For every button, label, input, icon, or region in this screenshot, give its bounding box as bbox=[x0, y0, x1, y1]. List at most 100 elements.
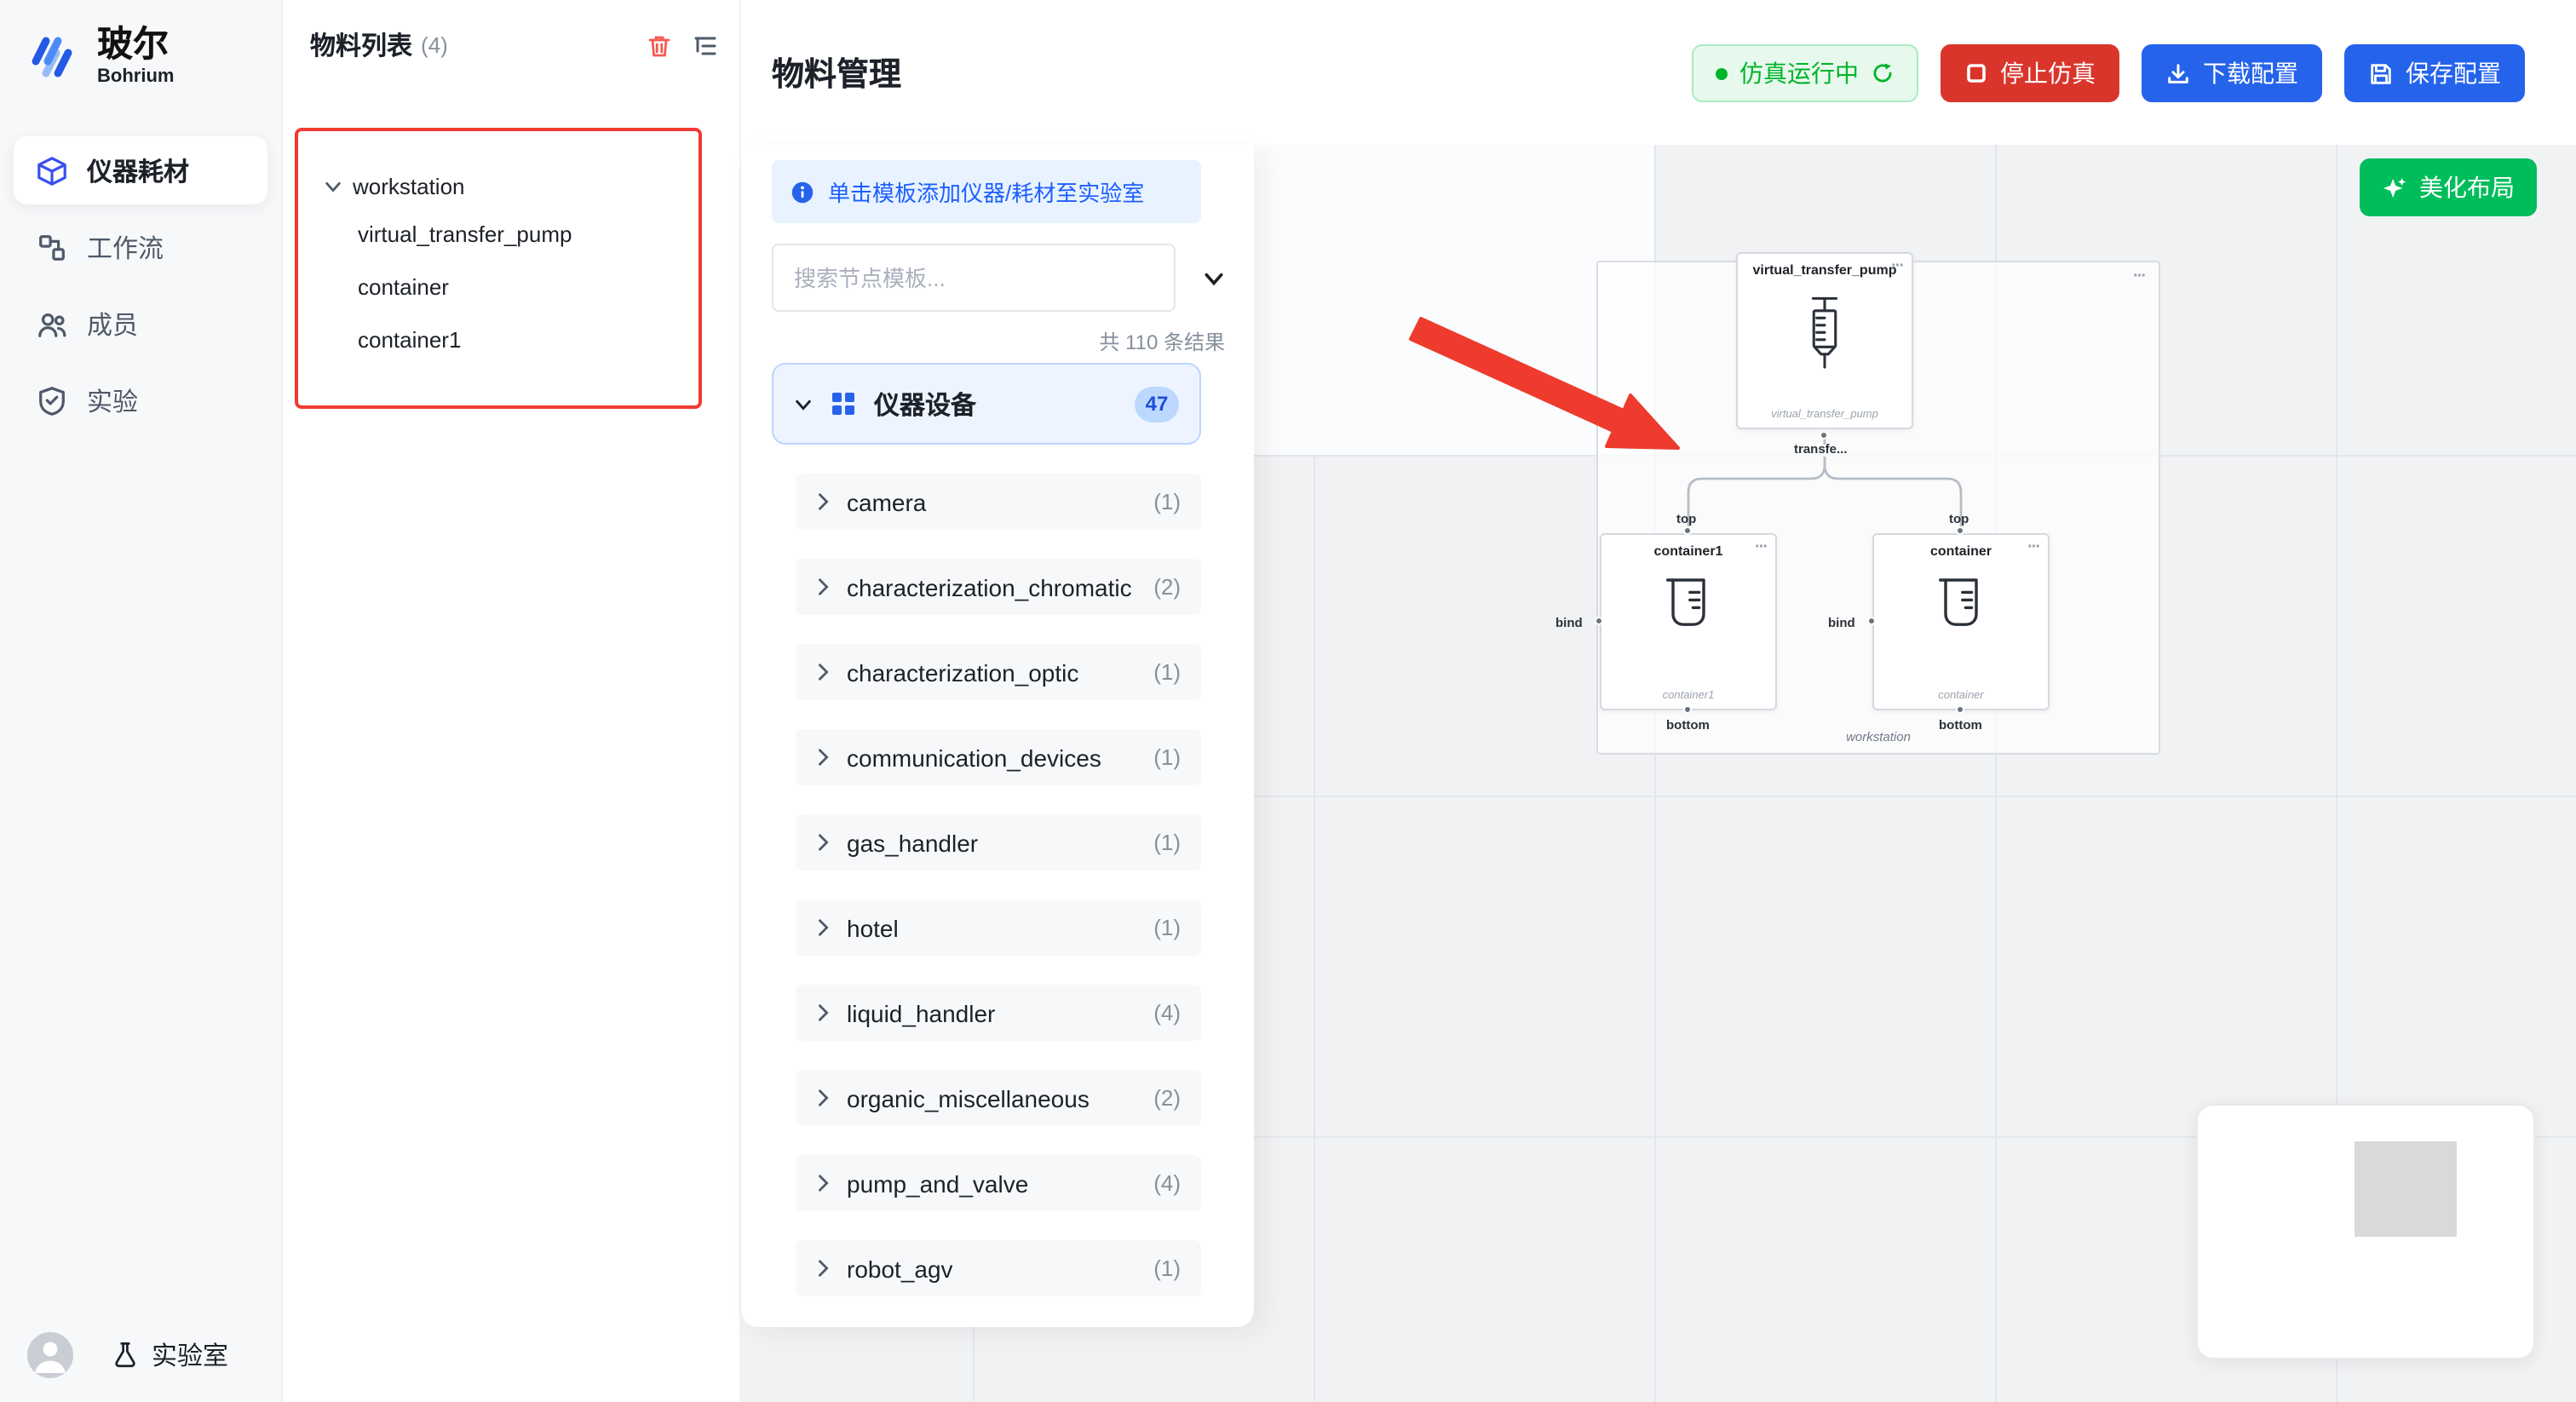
main-header: 物料管理 仿真运行中 停止仿真 bbox=[741, 0, 2576, 145]
port-label-transfer: transfe... bbox=[1794, 441, 1848, 457]
status-dot-icon bbox=[1716, 67, 1728, 79]
template-item-characterization-optic[interactable]: characterization_optic (1) bbox=[796, 644, 1201, 700]
port-dot bbox=[1683, 705, 1692, 714]
sidebar-item-label: 实验 bbox=[87, 388, 139, 417]
group-label: workstation bbox=[1846, 729, 1911, 744]
sidebar-item-label: 成员 bbox=[87, 311, 139, 340]
delete-icon[interactable] bbox=[646, 32, 673, 59]
port-dot bbox=[1867, 617, 1876, 625]
port-dot bbox=[1820, 431, 1828, 440]
tree-view-icon[interactable] bbox=[692, 32, 719, 59]
chevron-right-icon bbox=[816, 833, 831, 852]
template-item-camera[interactable]: camera (1) bbox=[796, 474, 1201, 530]
tree-node-child[interactable]: virtual_transfer_pump bbox=[358, 221, 572, 247]
more-icon[interactable]: ··· bbox=[2133, 267, 2147, 286]
chevron-right-icon bbox=[816, 1259, 831, 1278]
users-icon bbox=[36, 307, 68, 340]
chevron-right-icon bbox=[816, 1089, 831, 1107]
sparkle-icon bbox=[2382, 175, 2407, 200]
chevron-right-icon bbox=[816, 492, 831, 511]
stop-icon bbox=[1964, 61, 1988, 85]
node-title: container1 bbox=[1653, 543, 1723, 559]
brand-name-en: Bohrium bbox=[97, 66, 175, 87]
template-item-organic-miscellaneous[interactable]: organic_miscellaneous (2) bbox=[796, 1070, 1201, 1126]
template-hint-banner: 单击模板添加仪器/耗材至实验室 bbox=[772, 160, 1201, 223]
result-count: 共 110 条结果 bbox=[1099, 330, 1225, 354]
template-item-liquid-handler[interactable]: liquid_handler (4) bbox=[796, 985, 1201, 1041]
sidebar-item-instruments[interactable]: 仪器耗材 bbox=[14, 136, 267, 204]
sidebar-nav: 仪器耗材 工作流 成员 bbox=[0, 126, 281, 434]
lab-switcher[interactable]: 实验室 bbox=[111, 1337, 228, 1373]
lab-label: 实验室 bbox=[152, 1342, 229, 1371]
chevron-down-icon bbox=[324, 176, 342, 195]
brand-logo-icon bbox=[24, 26, 82, 83]
brand[interactable]: 玻尔 Bohrium bbox=[0, 0, 281, 126]
node-container[interactable]: container ··· container bbox=[1872, 533, 2050, 710]
workflow-icon bbox=[36, 231, 68, 263]
beaker-icon bbox=[1601, 572, 1775, 634]
node-title: container bbox=[1929, 543, 1992, 559]
node-container1[interactable]: container1 ··· container1 bbox=[1600, 533, 1777, 710]
collapse-all-icon[interactable] bbox=[1199, 264, 1228, 293]
node-title: virtual_transfer_pump bbox=[1752, 262, 1897, 278]
sidebar-item-workflow[interactable]: 工作流 bbox=[14, 213, 267, 281]
grid-icon bbox=[830, 390, 857, 417]
sidebar-item-members[interactable]: 成员 bbox=[14, 290, 267, 358]
sidebar-item-label: 工作流 bbox=[87, 234, 164, 263]
port-dot bbox=[1956, 705, 1964, 714]
template-panel: 单击模板添加仪器/耗材至实验室 共 110 条结果 仪器设备 47 camera bbox=[741, 145, 1254, 1327]
materials-tree-highlight-box: workstation virtual_transfer_pump contai… bbox=[295, 128, 702, 409]
chevron-right-icon bbox=[816, 748, 831, 767]
brand-name-cn: 玻尔 bbox=[97, 26, 169, 65]
template-item-pump-and-valve[interactable]: pump_and_valve (4) bbox=[796, 1155, 1201, 1211]
node-subtitle: virtual_transfer_pump bbox=[1771, 409, 1878, 421]
node-subtitle: container1 bbox=[1662, 690, 1715, 702]
tree-node-child[interactable]: container1 bbox=[358, 327, 462, 353]
minimap-viewport[interactable] bbox=[2355, 1141, 2457, 1237]
beautify-layout-button[interactable]: 美化布局 bbox=[2360, 158, 2537, 216]
port-label-bind: bind bbox=[1555, 615, 1583, 630]
avatar[interactable] bbox=[27, 1332, 73, 1378]
stop-simulation-button[interactable]: 停止仿真 bbox=[1941, 44, 2119, 102]
more-icon[interactable]: ··· bbox=[2027, 538, 2041, 557]
chevron-right-icon bbox=[816, 663, 831, 681]
template-item-hotel[interactable]: hotel (1) bbox=[796, 899, 1201, 956]
port-label-bind: bind bbox=[1828, 615, 1855, 630]
template-item-characterization-chromatic[interactable]: characterization_chromatic (2) bbox=[796, 559, 1201, 615]
save-config-button[interactable]: 保存配置 bbox=[2344, 44, 2525, 102]
chevron-right-icon bbox=[816, 1174, 831, 1192]
tree-node-child[interactable]: container bbox=[358, 274, 449, 300]
tree-node-workstation[interactable]: workstation bbox=[298, 164, 699, 208]
search-input[interactable] bbox=[772, 244, 1176, 312]
info-icon bbox=[791, 180, 814, 204]
shield-icon bbox=[36, 384, 68, 417]
template-item-communication-devices[interactable]: communication_devices (1) bbox=[796, 729, 1201, 785]
refresh-icon[interactable] bbox=[1871, 61, 1895, 85]
chevron-right-icon bbox=[816, 577, 831, 596]
port-label-bottom: bottom bbox=[1666, 717, 1710, 733]
save-icon bbox=[2368, 60, 2394, 86]
node-virtual-transfer-pump[interactable]: virtual_transfer_pump ··· virtual_transf… bbox=[1736, 252, 1913, 429]
port-label-top: top bbox=[1676, 511, 1697, 526]
materials-count: (4) bbox=[421, 32, 448, 58]
template-item-gas-handler[interactable]: gas_handler (1) bbox=[796, 814, 1201, 871]
sidebar: 玻尔 Bohrium 仪器耗材 工作 bbox=[0, 0, 283, 1402]
minimap[interactable] bbox=[2196, 1104, 2535, 1359]
cube-icon bbox=[36, 154, 68, 187]
canvas-white-patch bbox=[1254, 145, 1654, 455]
sidebar-item-label: 仪器耗材 bbox=[87, 158, 190, 187]
syringe-icon bbox=[1738, 291, 1912, 376]
sidebar-item-experiments[interactable]: 实验 bbox=[14, 366, 267, 434]
more-icon[interactable]: ··· bbox=[1755, 538, 1768, 557]
more-icon[interactable]: ··· bbox=[1891, 257, 1905, 276]
chevron-down-icon bbox=[794, 394, 813, 413]
simulation-status-badge: 仿真运行中 bbox=[1692, 44, 1918, 102]
download-config-button[interactable]: 下载配置 bbox=[2142, 44, 2322, 102]
chevron-right-icon bbox=[816, 918, 831, 937]
materials-title: 物料列表 bbox=[310, 32, 413, 61]
template-item-robot-agv[interactable]: robot_agv (1) bbox=[796, 1240, 1201, 1296]
category-instruments[interactable]: 仪器设备 47 bbox=[772, 363, 1201, 445]
port-dot bbox=[1683, 526, 1692, 535]
port-dot bbox=[1595, 617, 1603, 625]
